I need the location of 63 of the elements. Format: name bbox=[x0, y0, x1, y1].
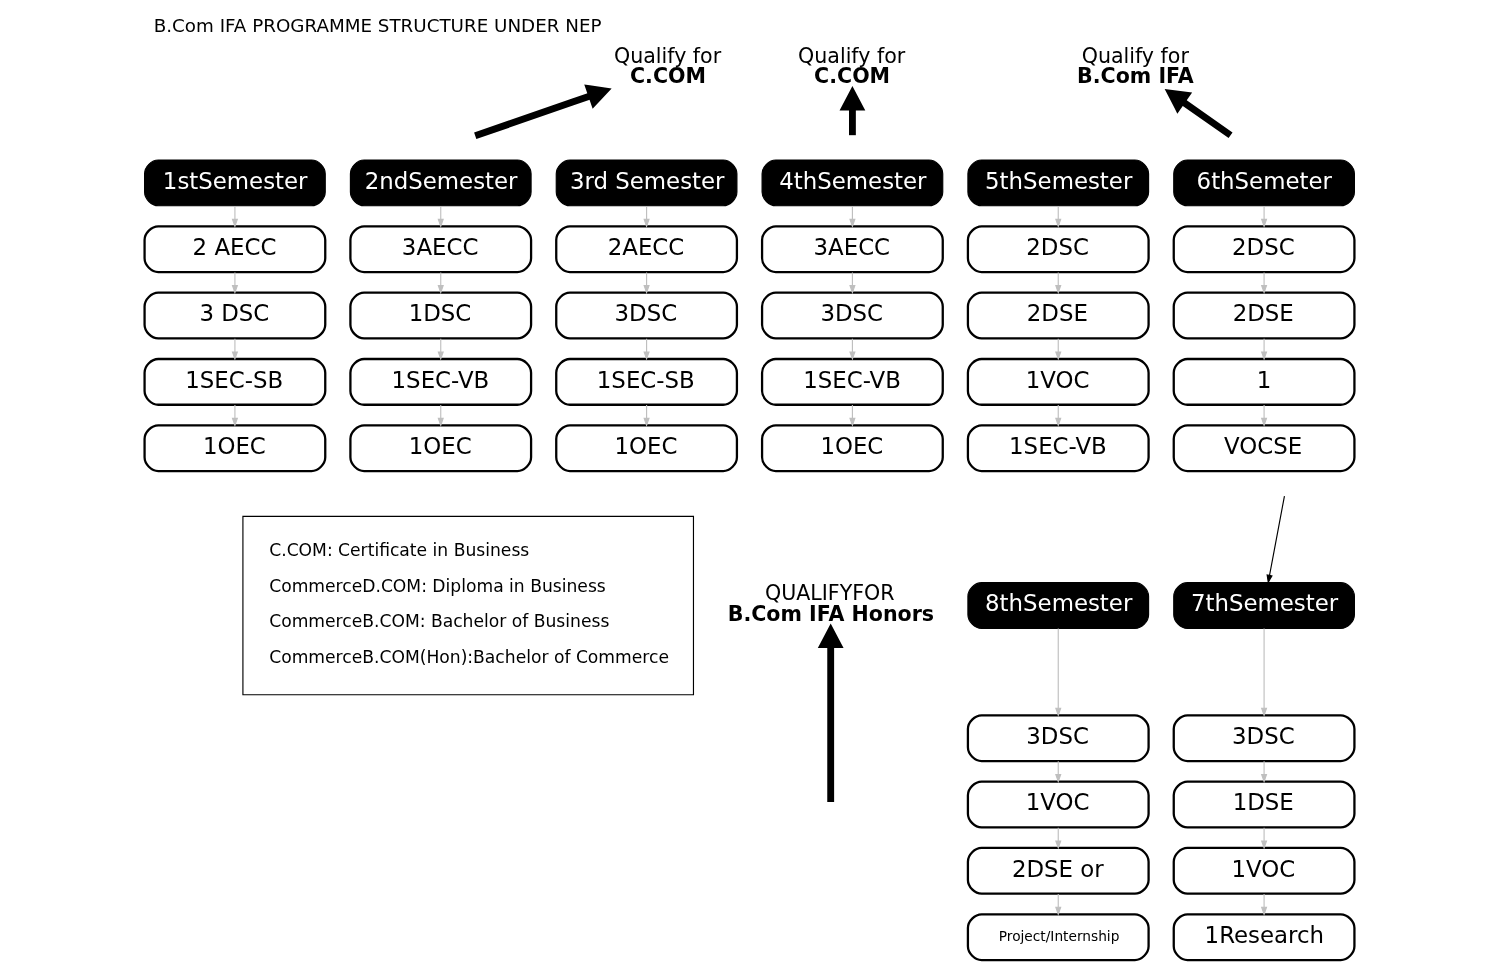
arrow bbox=[231, 271, 238, 295]
node-box: 1DSE bbox=[1172, 780, 1356, 829]
diagram-title: B.Com IFA PROGRAMME STRUCTURE UNDER NEP bbox=[153, 15, 602, 37]
node-text: Qualify for B.Com IFA bbox=[1076, 43, 1194, 89]
node-text: Qualify for C.COM bbox=[613, 43, 721, 89]
arrow bbox=[1260, 893, 1267, 916]
node-box: 1SEC-VB bbox=[760, 357, 944, 406]
node-box: 1SEC-SB bbox=[554, 357, 738, 406]
arrow bbox=[1260, 404, 1267, 427]
arrow bbox=[231, 404, 238, 427]
node-box: 3AECC bbox=[348, 225, 532, 274]
node-box: 4thSemester bbox=[761, 159, 943, 207]
node-box: 3DSC bbox=[554, 291, 738, 340]
node-box: 3DSC bbox=[1172, 714, 1356, 763]
node-box: 1SEC-VB bbox=[348, 357, 532, 406]
arrow bbox=[473, 84, 612, 139]
node-box: 1OEC bbox=[348, 424, 532, 473]
arrow bbox=[1260, 271, 1267, 295]
node-box: 1stSemester bbox=[143, 159, 326, 207]
arrow bbox=[231, 205, 238, 228]
node-box: 1VOC bbox=[1172, 846, 1356, 895]
node-box: 1SEC-SB bbox=[142, 357, 326, 406]
node-box: 1Research bbox=[1172, 913, 1356, 962]
node-box: 1OEC bbox=[142, 424, 326, 473]
node-box: 8thSemester bbox=[966, 582, 1149, 629]
arrow bbox=[839, 85, 865, 136]
node-box: 7thSemester bbox=[1172, 582, 1355, 629]
arrow bbox=[1164, 89, 1233, 138]
arrow bbox=[1054, 627, 1061, 717]
node-box: 3 DSC bbox=[142, 291, 326, 340]
arrow bbox=[1265, 495, 1285, 584]
node-box: Project/Internship bbox=[966, 913, 1150, 962]
arrow bbox=[1260, 627, 1267, 717]
node-box: C.COM: Certificate in Business CommerceD.COM: Diploma in Business CommerceB.COM: Bachelor of Business CommerceB.COM(Hon):Bachelor of Commerce bbox=[241, 515, 694, 696]
node-box: 2AECC bbox=[554, 225, 738, 274]
node-box: 1VOC bbox=[966, 780, 1150, 829]
node-box: 2ndSemester bbox=[349, 159, 532, 207]
node-box: 2DSC bbox=[1172, 225, 1356, 274]
arrow bbox=[231, 338, 238, 361]
node-box: 1OEC bbox=[554, 424, 738, 473]
node-text: QUALIFYFOR B.Com IFA Honors bbox=[727, 581, 934, 626]
arrow bbox=[1260, 205, 1267, 228]
node-box: 5thSemester bbox=[966, 159, 1149, 207]
node-box: 1DSC bbox=[348, 291, 532, 340]
node-box: 1OEC bbox=[760, 424, 944, 473]
node-box: 3rd Semester bbox=[555, 159, 737, 207]
node-text: Qualify for C.COM bbox=[797, 43, 905, 89]
node-box: VOCSE bbox=[1172, 424, 1356, 473]
node-box: 2DSE bbox=[966, 291, 1150, 340]
node-box: 1VOC bbox=[966, 357, 1150, 406]
node-box: 3AECC bbox=[760, 225, 944, 274]
node-box: 6thSemeter bbox=[1172, 159, 1355, 207]
node-box: 2DSC bbox=[966, 225, 1150, 274]
node-box: 2DSE bbox=[1172, 291, 1356, 340]
arrow bbox=[1260, 827, 1267, 850]
arrow bbox=[1260, 338, 1267, 361]
node-box: 1 bbox=[1172, 357, 1356, 406]
node-box: 3DSC bbox=[966, 714, 1150, 763]
node-box: 2 AECC bbox=[142, 225, 326, 274]
arrow bbox=[1260, 760, 1267, 784]
node-box: 1SEC-VB bbox=[966, 424, 1150, 473]
node-box: 3DSC bbox=[760, 291, 944, 340]
node-box: 2DSE or bbox=[966, 846, 1150, 895]
